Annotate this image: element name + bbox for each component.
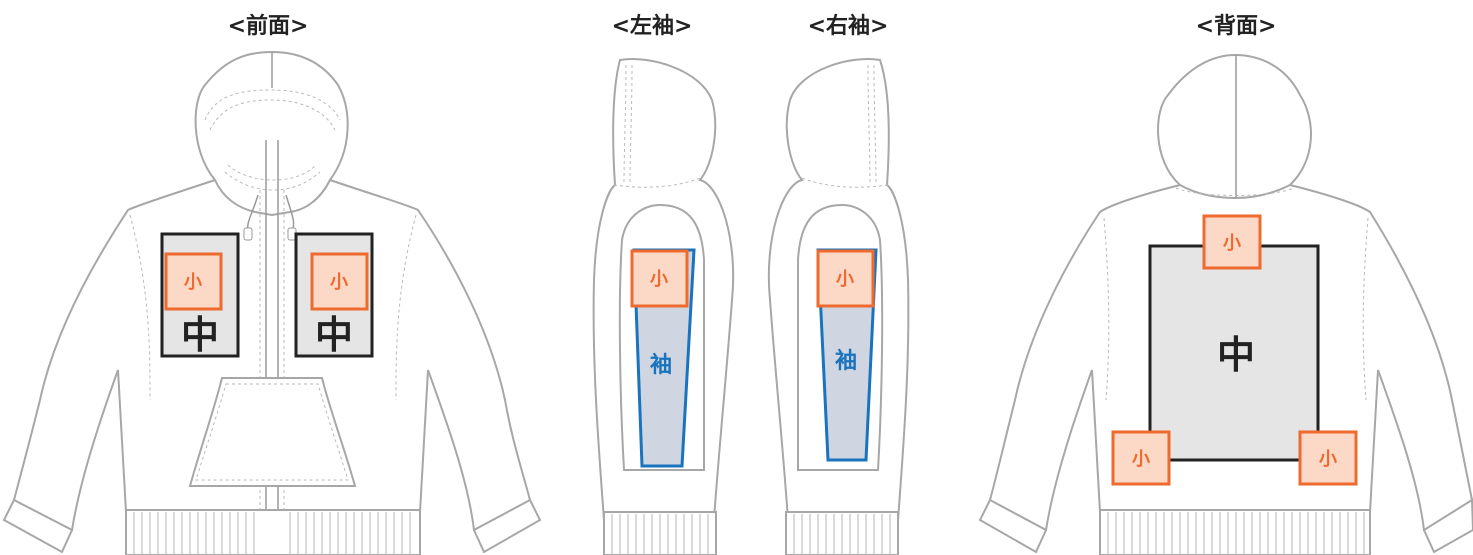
front-left-medium-label: 中: [181, 313, 219, 357]
right-sleeve-small-label: 小: [836, 269, 854, 290]
front-right-chest-small-area: [310, 252, 369, 311]
front-left-small-label: 小: [184, 272, 202, 293]
left-sleeve-small-label: 小: [650, 269, 668, 290]
back-medium-label: 中: [1217, 333, 1255, 377]
front-left-chest-small-area: [164, 252, 223, 311]
back-medium-area: [1148, 244, 1320, 462]
back-top-small-label: 小: [1223, 233, 1241, 254]
front-right-small-label: 小: [330, 272, 348, 293]
back-bottom-left-small-label: 小: [1132, 449, 1150, 470]
left-sleeve-label: 袖: [650, 352, 672, 378]
back-bottom-left-small-area: [1111, 430, 1171, 486]
right-sleeve-label: 袖: [835, 348, 857, 374]
right-sleeve-title: <右袖>: [807, 14, 889, 39]
left-sleeve-title: <左袖>: [611, 14, 693, 39]
front-hoodie: [2, 50, 542, 555]
back-title: <背面>: [1195, 14, 1277, 39]
back-hoodie: [978, 53, 1473, 555]
back-bottom-right-small-label: 小: [1319, 449, 1337, 470]
right-sleeve-hoodie: [767, 58, 910, 555]
left-sleeve-hoodie: [592, 58, 735, 555]
front-right-medium-label: 中: [315, 313, 353, 357]
back-top-small-area: [1202, 214, 1262, 270]
left-sleeve-small-area: [630, 249, 689, 308]
front-title: <前面>: [227, 14, 309, 39]
right-sleeve-small-area: [816, 249, 875, 308]
back-bottom-right-small-area: [1298, 430, 1358, 486]
